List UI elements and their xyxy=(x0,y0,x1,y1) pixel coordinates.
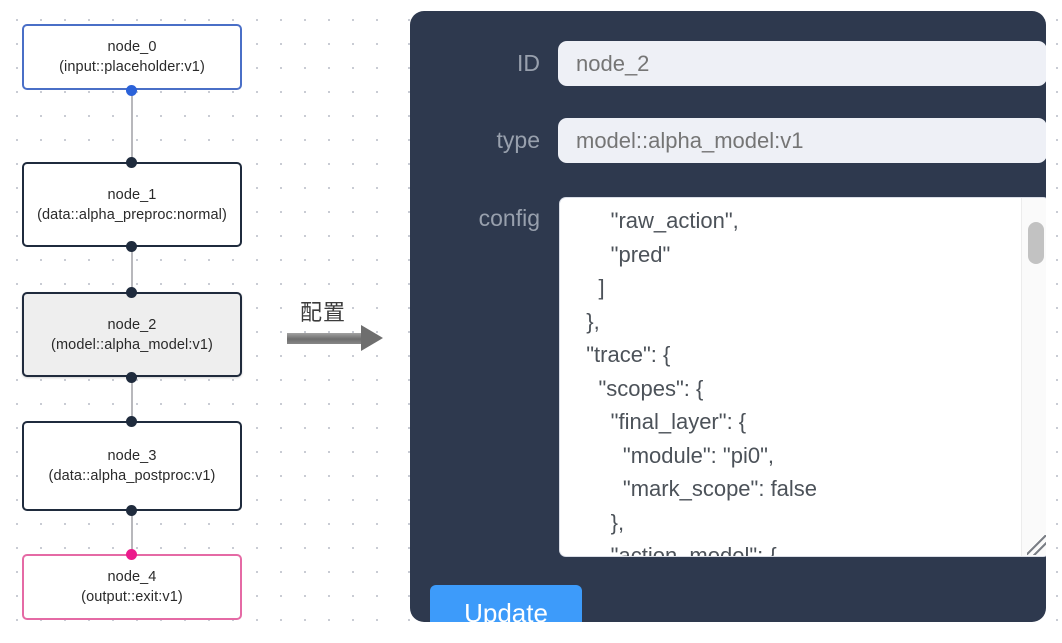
edge-node1-node2 xyxy=(131,246,133,292)
node-handle-node_4-in[interactable] xyxy=(126,549,137,560)
node-handle-node_3-in[interactable] xyxy=(126,416,137,427)
flow-graph-canvas[interactable]: node_0 (input::placeholder:v1) node_1 (d… xyxy=(0,0,400,643)
config-textarea[interactable]: "raw_action", "pred" ] }, "trace": { "sc… xyxy=(586,208,818,556)
config-textarea-wrapper[interactable]: "raw_action", "pred" ] }, "trace": { "sc… xyxy=(560,198,1046,556)
graph-node-node_0[interactable]: node_0 (input::placeholder:v1) xyxy=(22,24,242,90)
node-handle-node_3-out[interactable] xyxy=(126,505,137,516)
config-textarea-scroll-thumb[interactable] xyxy=(1028,222,1044,264)
node-handle-node_0-out[interactable] xyxy=(126,85,137,96)
graph-node-node_2[interactable]: node_2 (model::alpha_model:v1) xyxy=(22,292,242,377)
graph-node-label: node_2 (model::alpha_model:v1) xyxy=(51,316,213,353)
transition-annotation: 配置 xyxy=(283,295,398,365)
graph-node-node_1[interactable]: node_1 (data::alpha_preproc:normal) xyxy=(22,162,242,247)
graph-node-label: node_3 (data::alpha_postproc:v1) xyxy=(48,448,216,484)
node-config-panel: ID type config "raw_action", "pred" ] },… xyxy=(410,11,1046,622)
graph-node-label: node_0 (input::placeholder:v1) xyxy=(59,39,205,75)
field-row-id: ID xyxy=(430,41,1046,86)
edge-node0-node1 xyxy=(131,90,133,162)
id-field-label: ID xyxy=(517,50,540,76)
config-textarea-scrollbar[interactable] xyxy=(1021,198,1046,556)
right-arrow-icon xyxy=(287,333,363,344)
edge-node3-node4 xyxy=(131,510,133,554)
graph-node-node_3[interactable]: node_3 (data::alpha_postproc:v1) xyxy=(22,421,242,511)
update-button[interactable]: Update xyxy=(430,585,582,622)
edge-node2-node3 xyxy=(131,377,133,421)
graph-node-label: node_1 (data::alpha_preproc:normal) xyxy=(37,186,227,223)
id-input[interactable] xyxy=(558,41,1046,86)
type-input[interactable] xyxy=(558,118,1046,163)
node-handle-node_2-in[interactable] xyxy=(126,287,137,298)
right-arrow-head-icon xyxy=(361,325,383,351)
transition-caption: 配置 xyxy=(300,301,347,326)
field-row-type: type xyxy=(430,118,1046,163)
graph-node-node_4[interactable]: node_4 (output::exit:v1) xyxy=(22,554,242,620)
node-handle-node_1-in[interactable] xyxy=(126,157,137,168)
config-field-label: config xyxy=(478,205,540,231)
type-field-label: type xyxy=(496,127,540,153)
node-handle-node_1-out[interactable] xyxy=(126,241,137,252)
resize-handle-icon[interactable] xyxy=(1027,535,1046,555)
node-handle-node_2-out[interactable] xyxy=(126,372,137,383)
graph-node-label: node_4 (output::exit:v1) xyxy=(81,569,183,605)
